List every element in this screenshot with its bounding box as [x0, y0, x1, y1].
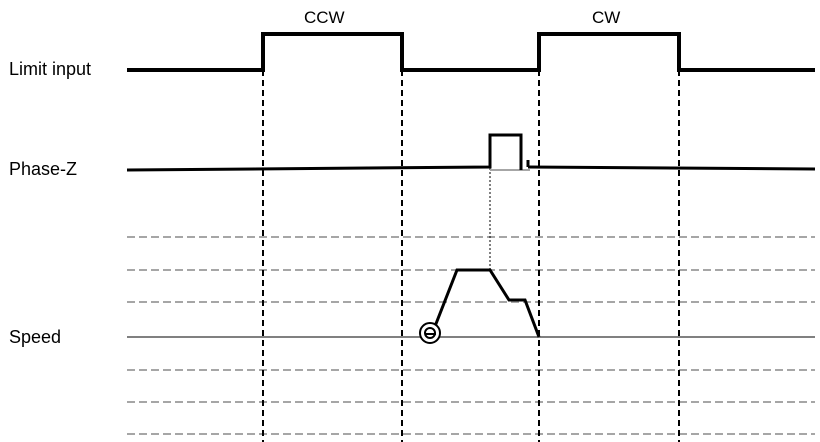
limit-input-label: Limit input [9, 59, 92, 79]
phase-z-label: Phase-Z [9, 159, 78, 179]
phase-z-signal-right [527, 165, 816, 171]
phase-z-signal [126, 133, 523, 172]
start-point-icon [419, 322, 441, 344]
ccw-label: CCW [304, 8, 345, 27]
speed-label: Speed [9, 327, 62, 347]
cw-label: CW [592, 8, 621, 27]
speed-grid [127, 236, 815, 435]
speed-profile [430, 268, 541, 338]
limit-input-signal [127, 32, 815, 72]
edge-guides [262, 70, 680, 442]
